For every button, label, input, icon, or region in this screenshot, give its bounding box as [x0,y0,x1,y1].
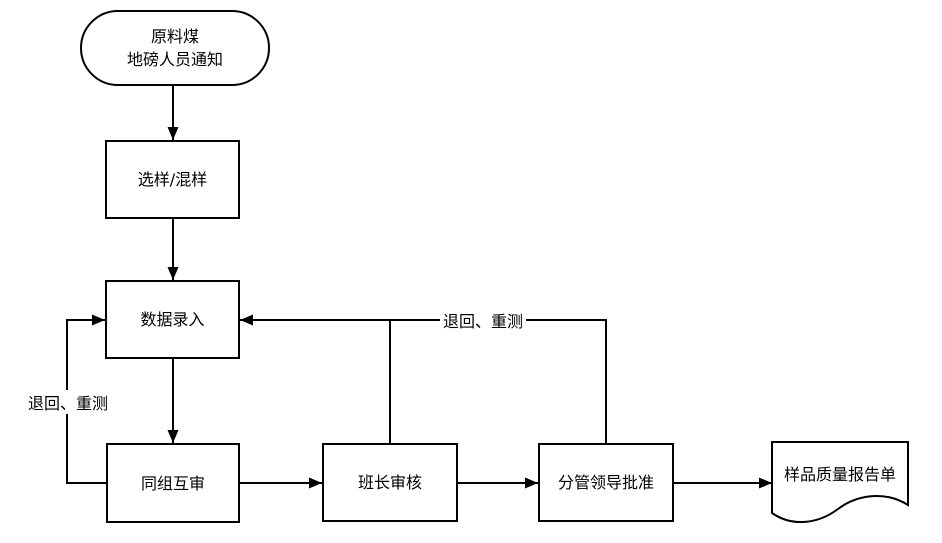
peer-review-label: 同组互审 [140,473,205,493]
node-sampling: 选样/混样 [105,140,240,219]
node-start-terminator: 原料煤 地磅人员通知 [80,10,270,86]
sampling-label: 选样/混样 [137,170,208,189]
node-leader-approval: 分管领导批准 [538,443,674,522]
node-data-entry: 数据录入 [105,280,240,359]
data-entry-label: 数据录入 [140,310,205,329]
edge-label-feedback-left: 退回、重测 [24,390,112,414]
start-label-line1: 原料煤 [150,27,199,46]
leader-approval-label: 分管领导批准 [557,473,654,492]
node-report-document-label: 样品质量报告单 [783,465,896,484]
node-peer-review: 同组互审 [106,443,240,523]
shift-leader-review-label: 班长审核 [357,473,422,492]
start-label-line2: 地磅人员通知 [126,50,223,69]
document-shape [771,441,909,524]
node-shift-leader-review: 班长审核 [322,443,458,522]
edge-label-feedback-top: 退回、重测 [439,308,527,332]
